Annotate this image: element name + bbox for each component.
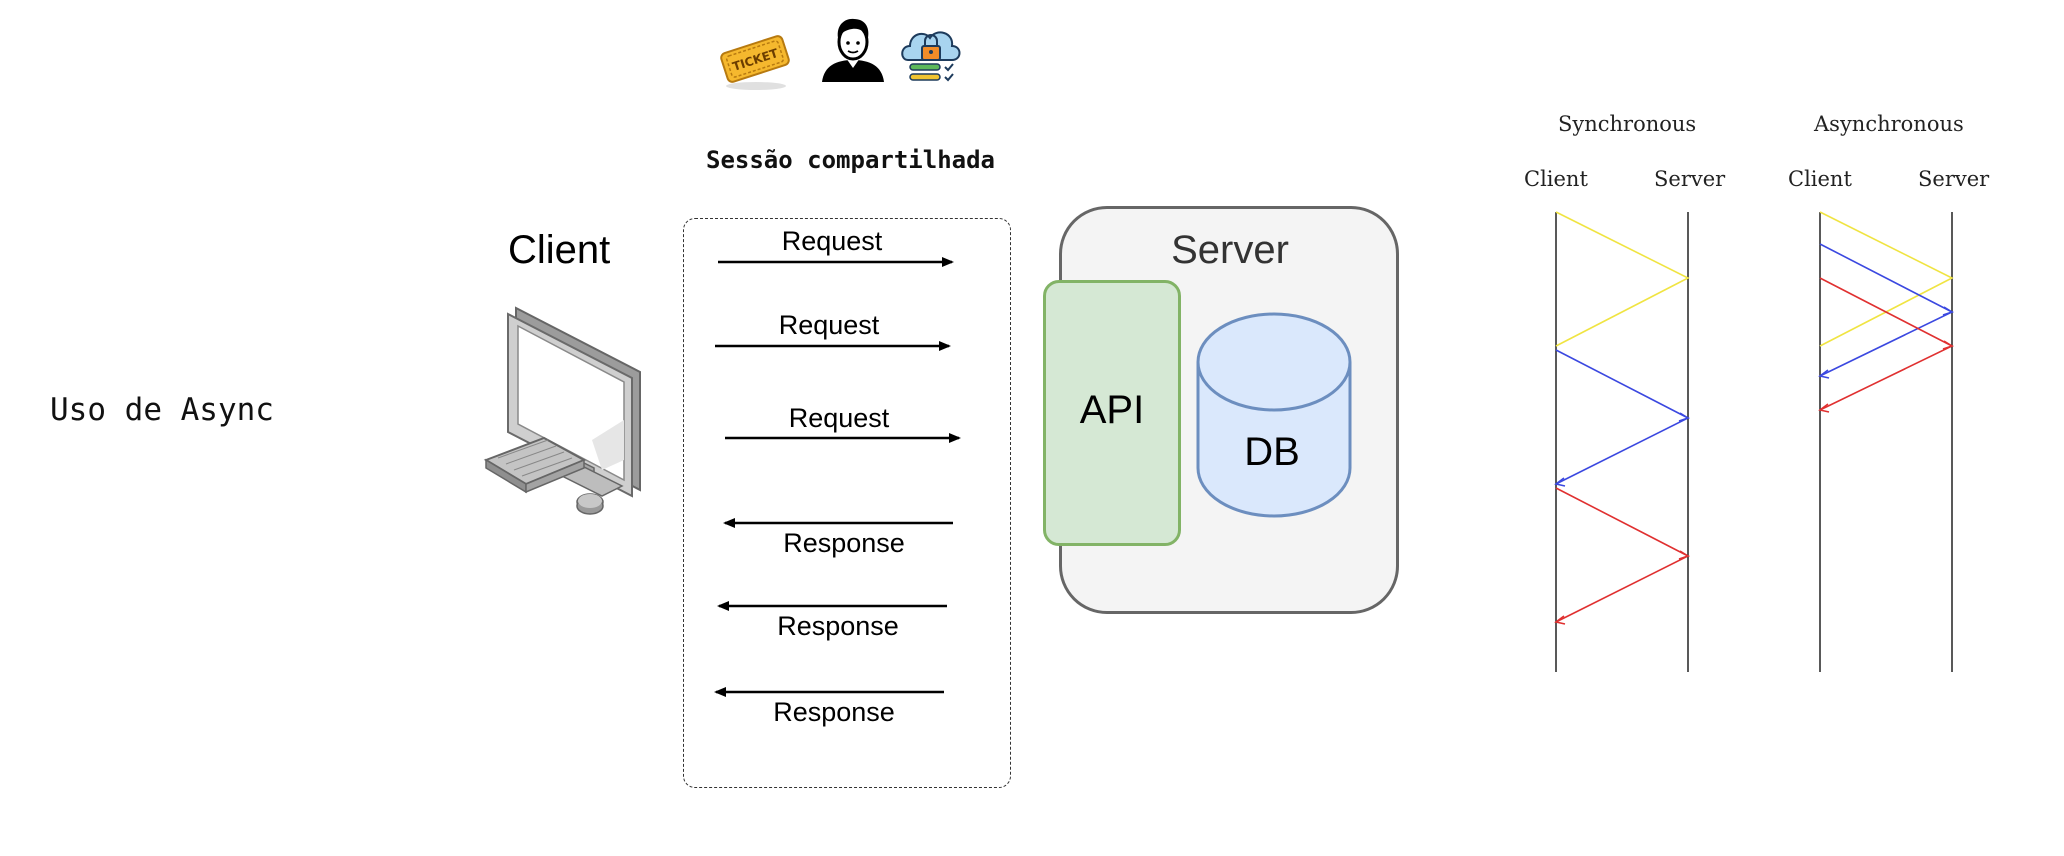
- request-label-2: Request: [778, 310, 880, 340]
- sync-yellow-exchange: [1555, 211, 1690, 347]
- response-label-3: Response: [773, 697, 895, 727]
- session-title: Sessão compartilhada: [706, 146, 995, 174]
- cloud-lock-icon: [901, 31, 961, 82]
- request-label-1: Request: [781, 226, 883, 256]
- async-title: Asynchronous: [1814, 112, 1964, 136]
- shared-session-box: [683, 218, 1011, 788]
- sync-server-label: Server: [1654, 167, 1726, 191]
- user-icon: [822, 18, 884, 82]
- response-label-2: Response: [777, 611, 899, 641]
- api-label: API: [1079, 388, 1145, 432]
- sync-red-exchange: [1555, 487, 1690, 623]
- computer-icon: [483, 306, 641, 515]
- server-label: Server: [1171, 228, 1289, 272]
- async-yellow-exchange: [1819, 211, 1954, 347]
- client-label: Client: [508, 228, 611, 272]
- slide-title: Uso de Async: [50, 392, 274, 428]
- sync-blue-exchange: [1555, 349, 1690, 485]
- request-label-3: Request: [788, 403, 890, 433]
- sync-client-label: Client: [1524, 167, 1588, 191]
- db-label: DB: [1244, 430, 1300, 474]
- ticket-icon: TICKET: [720, 35, 790, 90]
- async-client-label: Client: [1788, 167, 1852, 191]
- response-label-1: Response: [783, 528, 905, 558]
- async-server-label: Server: [1918, 167, 1990, 191]
- sync-title: Synchronous: [1558, 112, 1697, 136]
- database-cylinder: [1196, 312, 1352, 518]
- api-box: [1043, 280, 1181, 546]
